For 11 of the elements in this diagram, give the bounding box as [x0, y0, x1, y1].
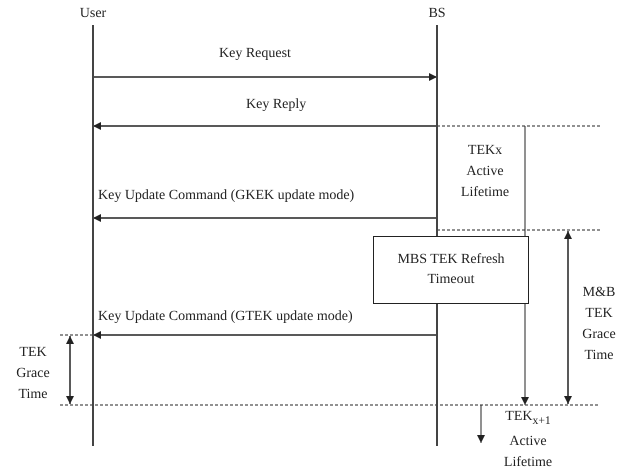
message-arrow: [93, 331, 437, 339]
edge-label: Key Request: [218, 46, 292, 62]
message-arrow: [93, 214, 437, 222]
message-arrow: [93, 122, 437, 130]
timer-box: MBS TEK Refresh Timeout: [373, 236, 529, 304]
participant-label: User: [80, 6, 106, 22]
message-arrow: [93, 73, 437, 81]
edge-label: Key Update Command (GTEK update mode): [97, 309, 354, 325]
edge-label: Key Reply: [245, 97, 308, 113]
participant-label: BS: [428, 6, 446, 22]
edge-label: Key Update Command (GKEK update mode): [97, 188, 356, 204]
